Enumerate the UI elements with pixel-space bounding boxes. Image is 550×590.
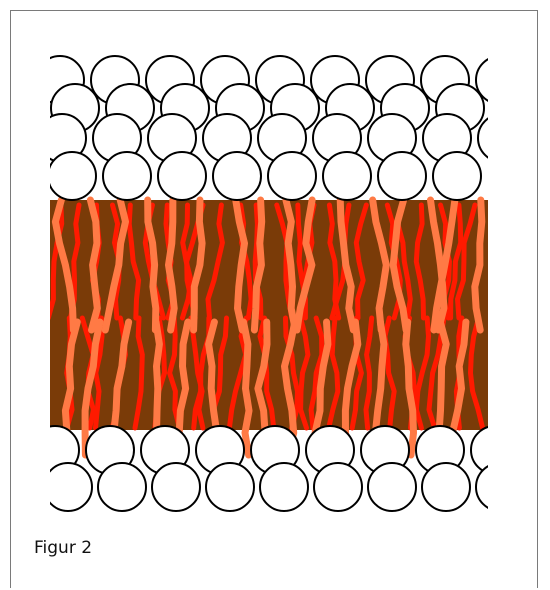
figure-caption: Figur 2 <box>34 538 92 558</box>
lipid-head <box>268 152 316 200</box>
lipid-head <box>471 426 519 474</box>
lipid-head <box>152 463 200 511</box>
lipid-head <box>44 463 92 511</box>
lipid-head <box>314 463 362 511</box>
lipid-head <box>378 152 426 200</box>
lipid-tail <box>494 322 499 455</box>
lipid-head <box>260 463 308 511</box>
lipid-head <box>422 463 470 511</box>
lipid-head <box>98 463 146 511</box>
lipid-head <box>323 152 371 200</box>
lipid-head <box>48 152 96 200</box>
top-head-layer <box>36 56 526 200</box>
lipid-head <box>213 152 261 200</box>
lipid-head <box>476 463 524 511</box>
lipid-head <box>368 463 416 511</box>
lipid-head <box>103 152 151 200</box>
lipid-head <box>476 56 524 104</box>
lipid-tail <box>244 322 249 455</box>
lipid-head <box>433 152 481 200</box>
lipid-head <box>206 463 254 511</box>
lipid-head <box>158 152 206 200</box>
lipid-head <box>478 114 526 162</box>
bottom-head-layer <box>31 426 524 511</box>
